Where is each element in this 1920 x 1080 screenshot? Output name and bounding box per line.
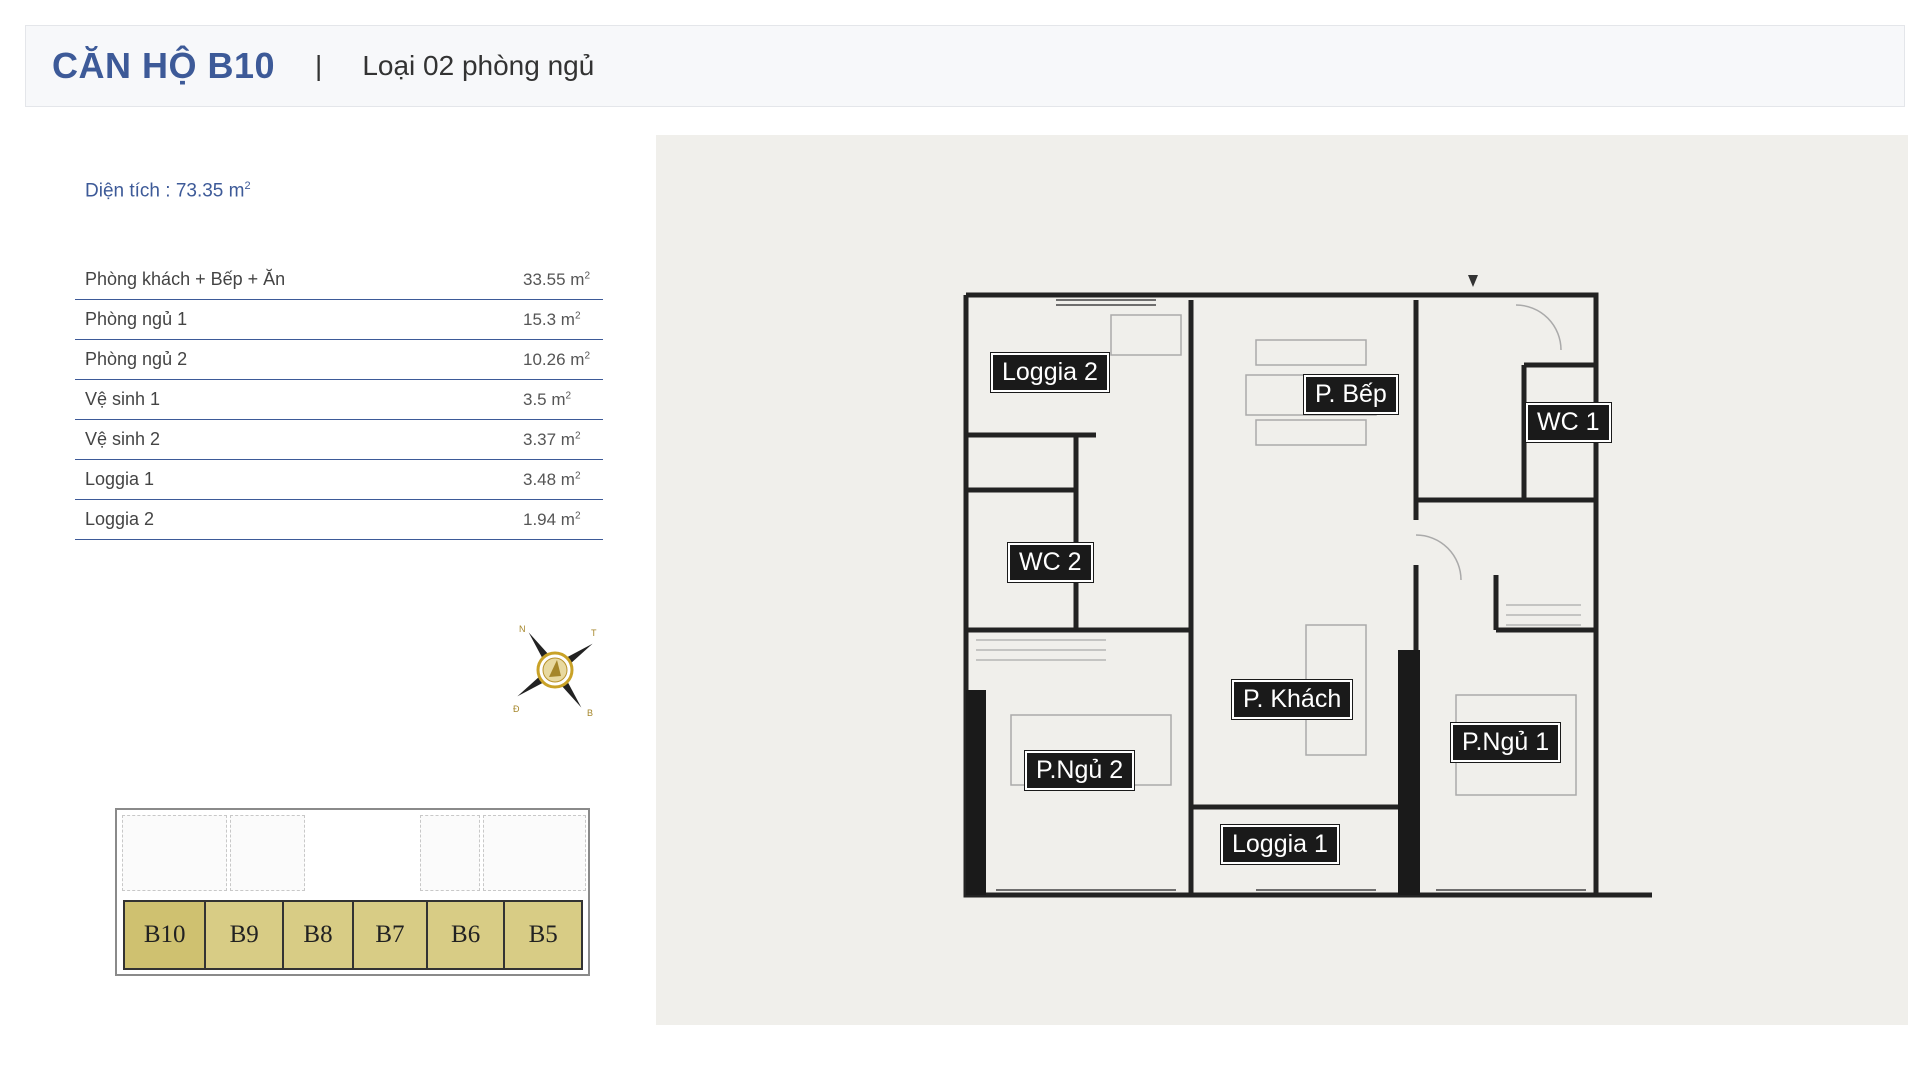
room-area-number: 3.5 m (523, 389, 566, 409)
keyplan-units: B10 B9 B8 B7 B6 B5 (123, 900, 583, 970)
room-label-bedroom-2: P.Ngủ 2 (1025, 751, 1135, 790)
room-name: Vệ sinh 2 (75, 419, 523, 460)
room-label-wc-1: WC 1 (1526, 403, 1611, 442)
page-subtitle: Loại 02 phòng ngủ (362, 50, 595, 81)
room-area-value: 15.3 m2 (523, 299, 603, 340)
total-area-label: Diện tích : 73.35 m (85, 180, 245, 202)
keyplan-unit-b5[interactable]: B5 (505, 902, 581, 968)
room-area-value: 10.26 m2 (523, 339, 603, 380)
room-name: Vệ sinh 1 (75, 379, 523, 420)
total-area: Diện tích : 73.35 m2 (85, 180, 251, 202)
compass-n-label: N (519, 624, 526, 634)
page-title: CĂN HỘ B10 (52, 45, 276, 86)
room-area-value: 33.55 m2 (523, 260, 603, 300)
floor-plan-drawing (963, 275, 1652, 898)
room-label-loggia-1: Loggia 1 (1221, 825, 1339, 864)
keyplan-unit-b9[interactable]: B9 (206, 902, 284, 968)
compass-b-label: B (587, 708, 593, 718)
room-name: Loggia 2 (75, 499, 523, 540)
room-area-value: 3.48 m2 (523, 459, 603, 500)
room-name: Phòng ngủ 2 (75, 339, 523, 380)
room-area-value: 1.94 m2 (523, 499, 603, 540)
room-label-living-room: P. Khách (1232, 680, 1353, 719)
keyplan-block (420, 815, 480, 891)
room-area-unit-sup: 2 (584, 269, 590, 281)
room-label-bedroom-1: P.Ngủ 1 (1451, 723, 1561, 762)
room-area-unit-sup: 2 (565, 389, 572, 401)
compass-icon: N T Đ B (513, 624, 597, 718)
keyplan-unit-b10[interactable]: B10 (125, 902, 207, 968)
room-area-number: 1.94 m (523, 509, 575, 529)
room-area-value: 3.5 m2 (523, 379, 603, 420)
room-name: Phòng ngủ 1 (75, 299, 523, 340)
floor-plan: Loggia 2 P. Bếp WC 1 WC 2 P. Khách P.Ngủ… (656, 135, 1908, 1025)
room-label-kitchen: P. Bếp (1304, 375, 1398, 414)
room-area-number: 10.26 m (523, 349, 585, 369)
room-name: Loggia 1 (75, 459, 523, 500)
room-area-value: 3.37 m2 (523, 419, 603, 460)
room-area-unit-sup: 2 (574, 509, 581, 521)
keyplan-block (230, 815, 305, 891)
keyplan-block (122, 815, 227, 891)
room-area-number: 3.37 m (523, 429, 575, 449)
room-label-loggia-2: Loggia 2 (991, 353, 1109, 392)
key-plan: B10 B9 B8 B7 B6 B5 (115, 808, 590, 976)
compass-t-label: T (591, 628, 597, 638)
room-area-unit-sup: 2 (574, 469, 581, 481)
room-area-number: 3.48 m (523, 469, 575, 489)
room-area-unit-sup: 2 (574, 309, 581, 321)
room-area-number: 33.55 m (523, 269, 585, 289)
compass-d-label: Đ (513, 704, 520, 714)
room-area-number: 15.3 m (523, 309, 575, 329)
keyplan-unit-b6[interactable]: B6 (427, 902, 506, 968)
page-header: CĂN HỘ B10 | Loại 02 phòng ngủ (25, 25, 1905, 107)
keyplan-unit-b8[interactable]: B8 (283, 902, 354, 968)
room-label-wc-2: WC 2 (1008, 543, 1093, 582)
keyplan-block (483, 815, 586, 891)
keyplan-unit-b7[interactable]: B7 (354, 902, 428, 968)
title-separator: | (315, 50, 323, 81)
total-area-unit-sup: 2 (244, 180, 251, 192)
room-area-unit-sup: 2 (574, 429, 581, 441)
room-name: Phòng khách + Bếp + Ăn (75, 260, 523, 300)
room-area-unit-sup: 2 (584, 349, 590, 361)
